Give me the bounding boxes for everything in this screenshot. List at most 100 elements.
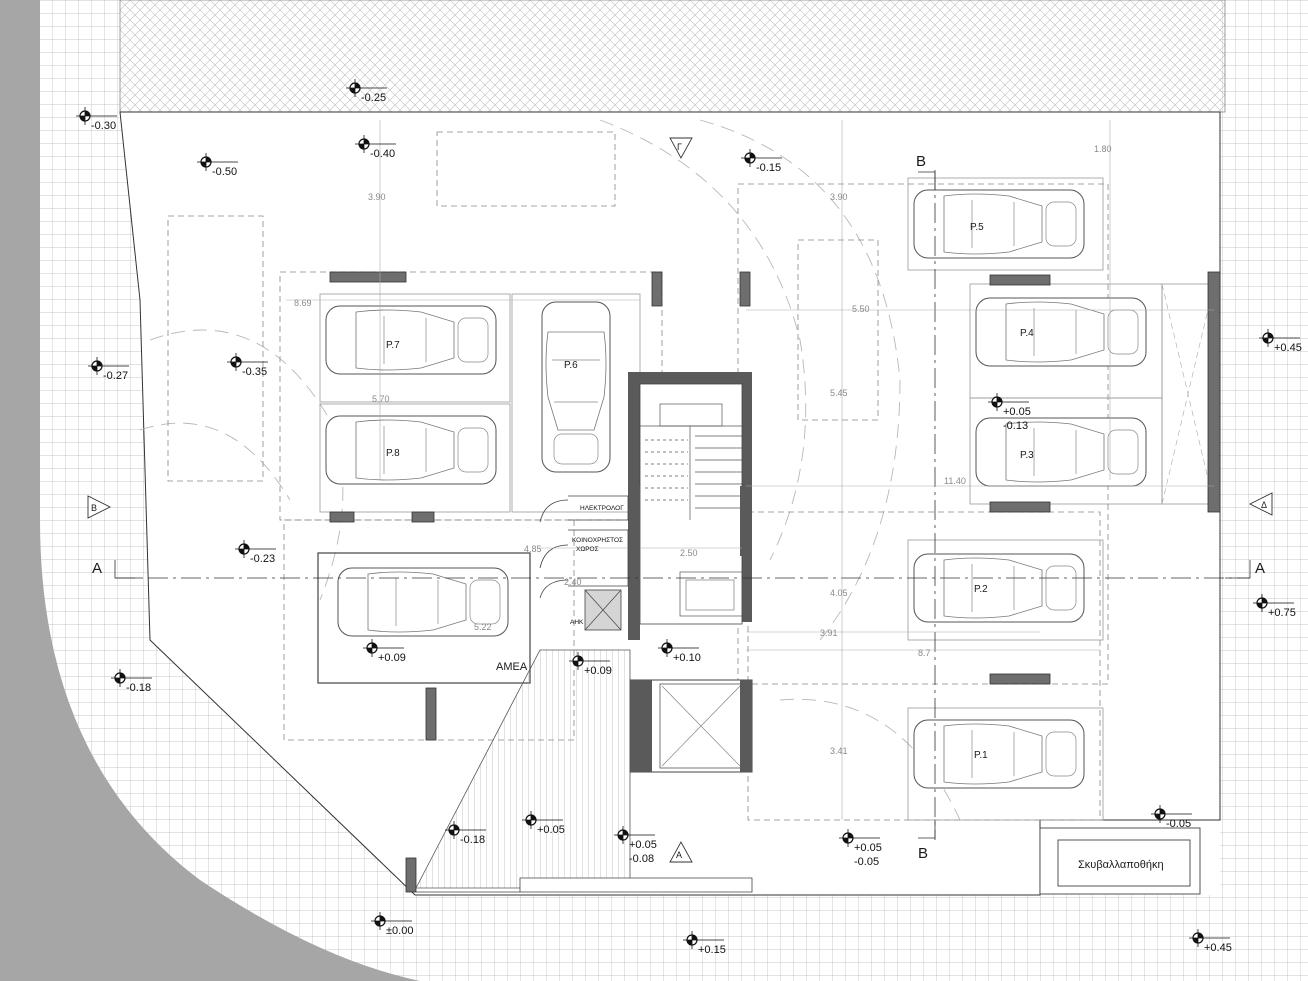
columns xyxy=(329,271,1221,893)
level-marker-cross xyxy=(569,652,610,670)
electrician-label: ΗΛΕΚΤΡΟΛΟΓ xyxy=(580,505,624,512)
level-marker: -0.08 xyxy=(629,853,654,865)
car-p6 xyxy=(541,301,611,473)
level-value: +0.10 xyxy=(673,652,701,664)
level-marker-cross xyxy=(658,639,699,657)
level-marker-cross xyxy=(363,639,404,657)
lift-label: ΑΗΚ xyxy=(570,619,584,626)
common-space-label-2: ΧΩΡΟΣ xyxy=(576,546,599,553)
section-b-bottom: B xyxy=(918,845,928,862)
dim-9: 4.85 xyxy=(524,544,542,554)
car-p1 xyxy=(913,719,1085,789)
section-a-right: A xyxy=(1255,560,1265,577)
level-value: -0.18 xyxy=(126,682,151,694)
parking-label-p8: P.8 xyxy=(386,448,400,459)
section-marks: A A B B xyxy=(92,153,1265,862)
level-value: -0.18 xyxy=(460,834,485,846)
common-space-label-1: ΚΟΙΝΟΧΡΗΣΤΟΣ xyxy=(572,537,623,544)
level-value: +0.15 xyxy=(698,944,726,956)
level-marker-cross xyxy=(88,357,129,375)
parking-label-p2: P.2 xyxy=(974,584,988,595)
level-marker: -0.05 xyxy=(1151,805,1192,830)
dim-15: 5.22 xyxy=(474,622,492,632)
level-value: -0.25 xyxy=(361,92,386,104)
level-marker-cross xyxy=(522,811,563,829)
level-marker: -0.13 xyxy=(1003,420,1028,432)
level-marker-cross xyxy=(839,829,880,847)
level-value: +0.05 xyxy=(629,839,657,851)
building-core xyxy=(584,372,753,773)
waste-store-label: Σκυβαλλαποθήκη xyxy=(1078,859,1164,871)
view-marker-beta-label: Β xyxy=(91,503,97,513)
view-marker-alpha-label: Α xyxy=(676,850,682,860)
level-marker-cross xyxy=(683,931,724,949)
level-marker: -0.27 xyxy=(88,357,129,382)
view-marker-delta-label: Δ xyxy=(1261,500,1267,510)
level-value: -0.50 xyxy=(212,166,237,178)
level-marker-cross xyxy=(741,149,782,167)
dim-16: 2.40 xyxy=(564,577,582,587)
level-marker: +0.45 xyxy=(1189,929,1232,954)
level-marker: +0.15 xyxy=(683,931,726,956)
dim-1: 3.90 xyxy=(368,192,386,202)
level-value: +0.05 xyxy=(854,842,882,854)
section-a-left: A xyxy=(92,560,102,577)
level-marker-cross xyxy=(445,821,486,839)
level-marker-cross xyxy=(1259,329,1300,347)
level-marker: -0.25 xyxy=(346,79,387,104)
level-marker-cross xyxy=(111,669,152,687)
car-p3 xyxy=(975,417,1147,487)
level-value: -0.35 xyxy=(242,366,267,378)
car-p2 xyxy=(913,553,1085,623)
level-marker-cross xyxy=(76,107,117,125)
parking-label-p4: P.4 xyxy=(1020,328,1034,339)
level-marker: -0.30 xyxy=(76,107,117,132)
level-value: -0.40 xyxy=(370,148,395,160)
accessible-parking-label: ΑΜΕΑ xyxy=(496,661,528,673)
view-marker-gamma-label: Γ xyxy=(677,142,682,152)
dim-5: 5.70 xyxy=(372,394,390,404)
room-labels: ΗΛΕΚΤΡΟΛΟΓ ΚΟΙΝΟΧΡΗΣΤΟΣ ΧΩΡΟΣ ΑΗΚ Σκυβαλ… xyxy=(570,505,1164,871)
level-value: -0.13 xyxy=(1003,420,1028,432)
level-value: +0.75 xyxy=(1268,607,1296,619)
dim-2: 3.90 xyxy=(830,192,848,202)
car-p4 xyxy=(975,297,1147,367)
level-marker-cross xyxy=(197,153,238,171)
level-value: +0.05 xyxy=(1003,406,1031,418)
level-marker: +0.75 xyxy=(1253,594,1296,619)
parking-label-p1: P.1 xyxy=(974,750,988,761)
dim-3: 1.80 xyxy=(1094,144,1112,154)
parking-label-p6: P.6 xyxy=(564,360,578,371)
dim-10: 2.50 xyxy=(680,548,698,558)
circulation-arcs xyxy=(139,119,961,821)
car-p7 xyxy=(325,305,497,375)
level-value: -0.05 xyxy=(854,856,879,868)
level-marker: +0.10 xyxy=(658,639,701,664)
section-b-top: B xyxy=(916,153,926,170)
sidewalk-east xyxy=(1220,0,1308,895)
level-marker: +0.09 xyxy=(363,639,406,664)
level-marker: -0.05 xyxy=(854,856,879,868)
dimension-labels: 3.90 3.90 1.80 8.69 5.70 5.50 5.45 11.40… xyxy=(294,144,1112,756)
level-marker-cross xyxy=(371,912,412,930)
level-marker-cross xyxy=(355,135,396,153)
dim-6: 5.50 xyxy=(852,304,870,314)
dimension-lines xyxy=(286,120,1214,820)
dim-4: 8.69 xyxy=(294,298,312,308)
view-marker-delta: Δ xyxy=(1248,492,1273,516)
level-marker-cross xyxy=(227,353,268,371)
level-marker: -0.35 xyxy=(227,353,268,378)
parking-labels: P.1 P.2 P.3 P.4 P.5 P.6 P.7 P.8 ΑΜΕΑ xyxy=(386,222,1034,761)
level-marker-cross xyxy=(988,393,1029,411)
level-marker: +0.05 xyxy=(614,826,657,851)
level-marker: +0.05 xyxy=(522,811,565,836)
level-value: -0.08 xyxy=(629,853,654,865)
level-markers: -0.30-0.25-0.40-0.50-0.15+0.45-0.27-0.35… xyxy=(76,79,1302,956)
dim-7: 5.45 xyxy=(830,388,848,398)
view-marker-beta: Β xyxy=(87,495,112,519)
level-marker: -0.23 xyxy=(235,540,276,565)
level-marker-cross xyxy=(346,79,387,97)
level-value: ±0.00 xyxy=(386,925,413,937)
level-marker: +0.45 xyxy=(1259,329,1302,354)
